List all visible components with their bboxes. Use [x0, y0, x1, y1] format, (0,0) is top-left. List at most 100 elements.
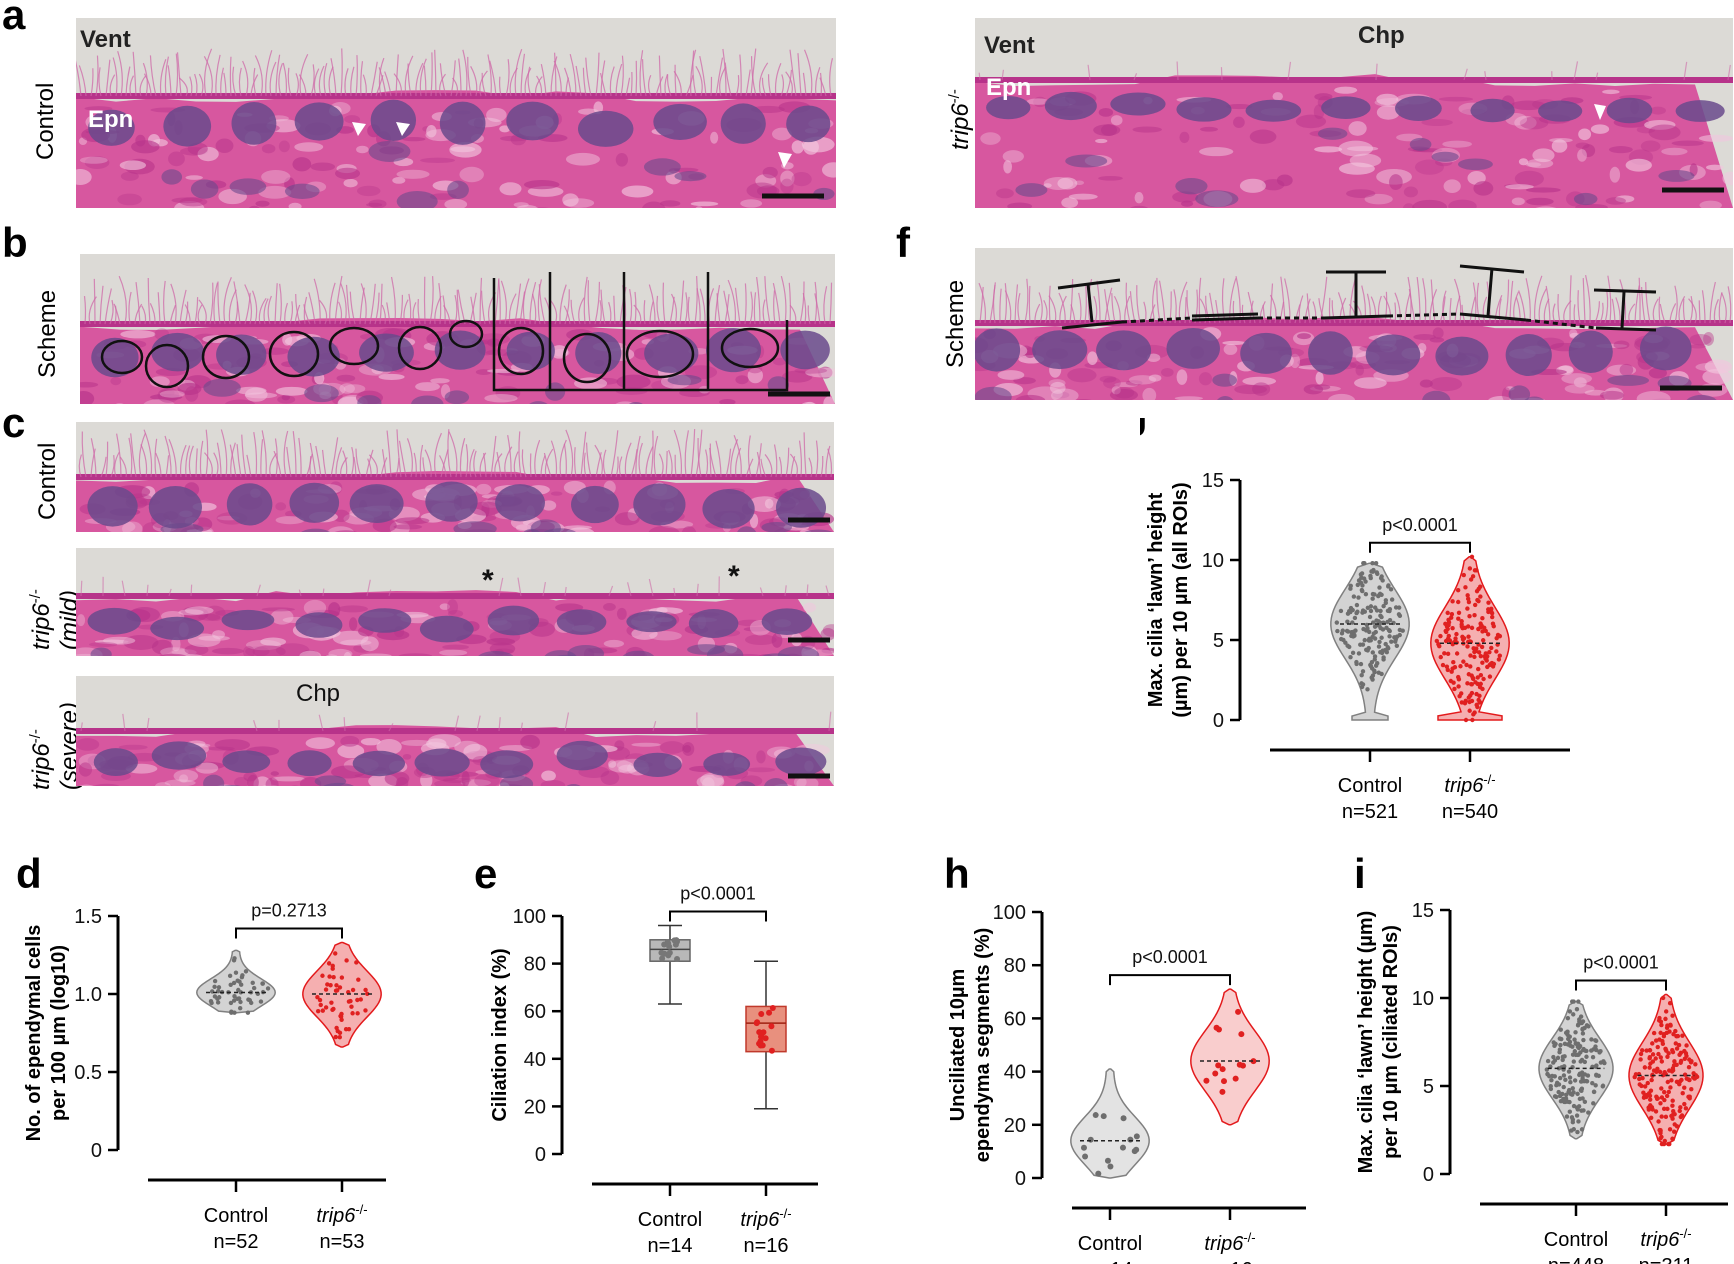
cilium: [814, 293, 821, 325]
label-asterisk-1: *: [482, 564, 494, 597]
data-point: [1670, 1013, 1675, 1018]
nucleus: [349, 484, 404, 524]
data-point: [1580, 1027, 1585, 1032]
data-point: [1453, 636, 1458, 641]
deep-nucleus: [975, 386, 1012, 400]
cilium: [188, 445, 194, 478]
cilium: [1001, 69, 1005, 81]
data-point: [1376, 644, 1382, 649]
deep-nucleus: [777, 646, 820, 656]
tissue-texture: [119, 160, 146, 171]
cilium: [412, 302, 417, 325]
nucleus: [221, 609, 275, 631]
cilium: [542, 581, 546, 597]
data-point: [1551, 1054, 1556, 1060]
cilium: [169, 304, 177, 325]
nucleus: [487, 605, 540, 636]
tissue-texture: [1314, 384, 1331, 390]
panel-letter-f: f: [896, 219, 910, 266]
data-point: [1663, 1009, 1669, 1014]
cilium: [697, 437, 702, 478]
data-point: [1653, 1109, 1659, 1114]
tissue-texture: [1421, 118, 1453, 126]
deep-nucleus: [735, 781, 756, 786]
cilium: [229, 56, 232, 97]
data-point: [1575, 1052, 1580, 1058]
data-point: [1649, 1077, 1654, 1083]
data-point: [1377, 639, 1382, 645]
data-point: [769, 1004, 776, 1011]
deep-nucleus: [1524, 396, 1545, 400]
tissue-texture: [420, 157, 456, 163]
data-point: [233, 970, 239, 975]
data-point: [1475, 675, 1480, 680]
cilium: [343, 717, 346, 732]
data-point: [1472, 654, 1477, 660]
data-point: [1647, 1055, 1653, 1060]
data-point: [1659, 1095, 1665, 1100]
tissue-texture: [303, 599, 327, 616]
tissue-texture: [398, 653, 433, 656]
tissue-texture: [1501, 387, 1511, 400]
cilium: [223, 72, 227, 97]
data-point: [1660, 1072, 1666, 1078]
tissue-texture: [1609, 166, 1621, 183]
data-point: [1574, 1007, 1580, 1012]
data-point: [363, 1008, 368, 1013]
cilium: [367, 458, 372, 478]
label-asterisk-2: *: [728, 560, 740, 593]
cilium: [652, 721, 657, 732]
cilium: [303, 296, 308, 325]
tissue-texture: [486, 638, 516, 646]
data-point: [1466, 634, 1471, 639]
data-point: [1455, 587, 1461, 593]
cilium: [340, 48, 343, 97]
tissue-texture: [803, 602, 817, 613]
data-point: [1345, 629, 1351, 634]
tissue-texture: [1015, 394, 1046, 400]
y-tick-label: 20: [524, 1096, 546, 1118]
cilium: [1595, 72, 1599, 81]
data-point: [674, 956, 681, 963]
deep-nucleus: [622, 650, 655, 656]
nucleus: [1032, 330, 1088, 370]
deep-nucleus: [1686, 394, 1717, 400]
data-point: [1443, 638, 1449, 644]
cilium: [388, 723, 394, 732]
tissue-texture: [603, 639, 625, 648]
data-point: [1369, 660, 1375, 665]
cilium: [406, 438, 413, 478]
label-epn-a-trip6: Epn: [986, 74, 1032, 101]
cilium: [790, 456, 796, 478]
deep-nucleus: [1607, 374, 1650, 386]
cilium: [807, 305, 811, 325]
cilium: [138, 432, 146, 478]
tissue-texture: [695, 206, 703, 208]
cilium: [610, 430, 619, 478]
data-point: [1372, 592, 1377, 597]
data-point: [1442, 651, 1447, 656]
y-tick-label: 1.0: [74, 984, 102, 1006]
data-point: [1353, 628, 1358, 633]
cilium: [116, 433, 122, 478]
data-point: [1678, 1105, 1683, 1110]
cilium: [197, 304, 203, 325]
tissue-texture: [1052, 391, 1070, 399]
cilium: [370, 61, 378, 97]
data-point: [1558, 1027, 1563, 1032]
data-point: [1438, 654, 1443, 660]
cilium: [1442, 290, 1447, 324]
tissue-texture: [1561, 373, 1592, 385]
data-point: [1461, 636, 1467, 641]
tissue-texture: [103, 636, 136, 645]
cilium: [246, 454, 252, 478]
nucleus: [506, 331, 555, 371]
cilium: [190, 584, 193, 597]
cilium: [374, 292, 380, 325]
tissue-texture: [430, 378, 450, 384]
tissue-texture: [1007, 202, 1033, 208]
nucleus: [93, 748, 138, 777]
cilium: [724, 62, 732, 97]
data-point: [1487, 674, 1493, 679]
cilium: [179, 289, 187, 325]
